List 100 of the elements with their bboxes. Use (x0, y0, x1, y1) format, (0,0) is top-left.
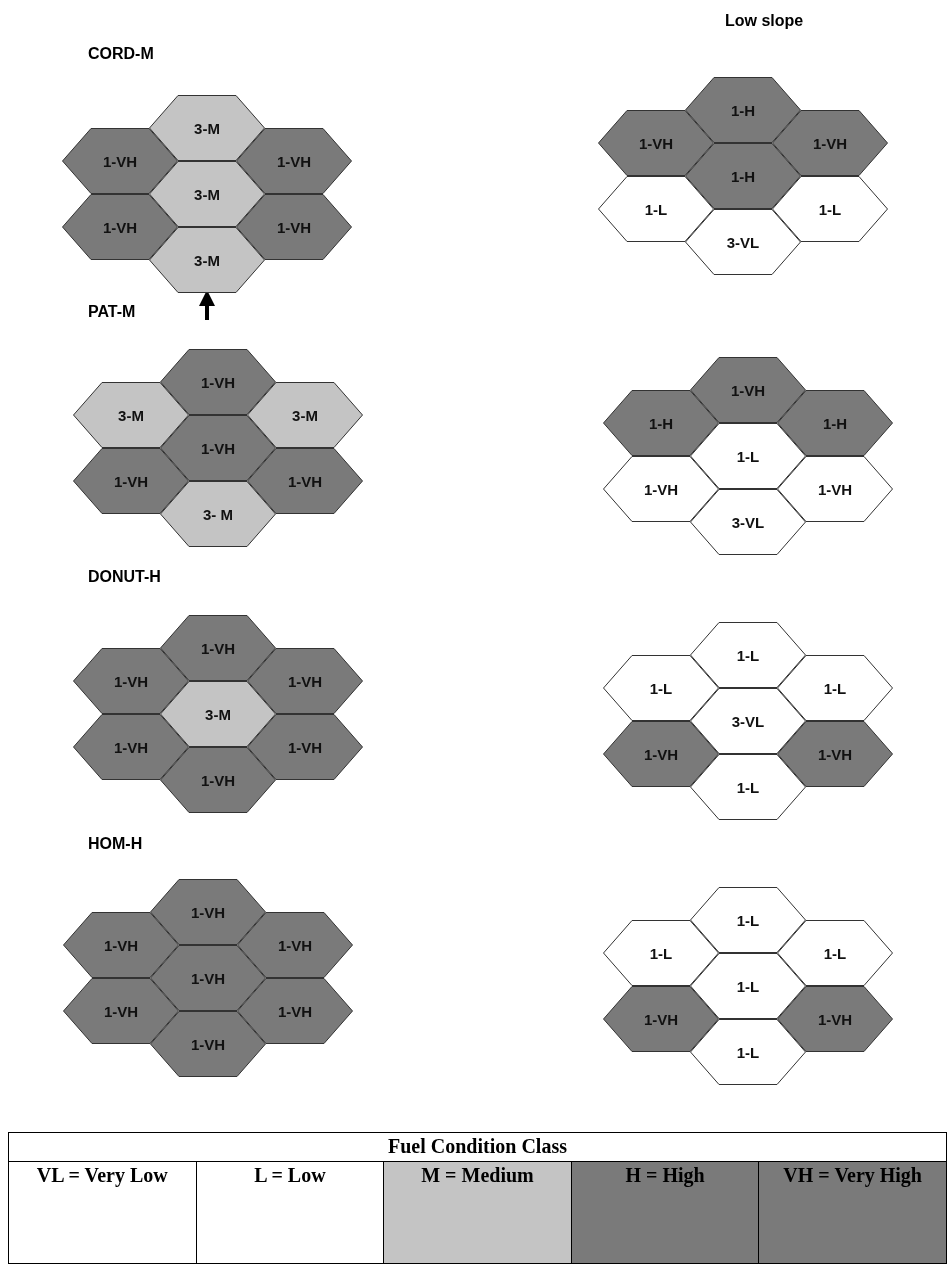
hex-tile (150, 945, 266, 1011)
hex-label: 1-VH (277, 936, 313, 954)
hex-tile (777, 456, 893, 522)
hex-tile (690, 489, 806, 555)
hex-tile (160, 747, 276, 813)
hex-tile (63, 978, 179, 1044)
hex-label: 1-VH (812, 134, 848, 152)
hex-label: 1-L (736, 646, 760, 664)
hex-tile (149, 95, 265, 161)
hex-tile (247, 382, 363, 448)
hex-label: 1-H (730, 167, 756, 185)
hex-label: 1-L (823, 679, 847, 697)
hex-label: 1-VH (103, 936, 139, 954)
hex-tile (777, 920, 893, 986)
hex-label: 3-VL (731, 712, 765, 730)
hex-label: 1-VH (287, 672, 323, 690)
column-heading: Low slope (725, 12, 804, 30)
legend-cell: H = High (571, 1161, 759, 1264)
hex-label: 1-VH (643, 1010, 679, 1028)
hex-label: 1-VH (276, 152, 312, 170)
hex-label: 3- M (203, 505, 233, 523)
hex-label: 1-L (736, 778, 760, 796)
hex-label: 3-M (194, 119, 220, 137)
hex-tile (247, 648, 363, 714)
hex-label: 1-L (818, 200, 842, 218)
hex-label: 1-L (649, 944, 673, 962)
hex-label: 1-VH (643, 480, 679, 498)
hex-tile (237, 978, 353, 1044)
hex-label: 1-VH (113, 472, 149, 490)
hex-tile (603, 986, 719, 1052)
hex-label: 3-M (205, 705, 231, 723)
hex-label: 3-M (118, 406, 144, 424)
hex-label: 1-VH (817, 1010, 853, 1028)
hex-label: 1-VH (817, 745, 853, 763)
hex-tile (237, 912, 353, 978)
hex-tile (690, 423, 806, 489)
hex-tile (690, 953, 806, 1019)
legend-cell: M = Medium (383, 1161, 572, 1264)
hex-label: 1-VH (200, 771, 236, 789)
hex-tile (160, 681, 276, 747)
hex-tile (247, 714, 363, 780)
hex-label: 1-VH (200, 373, 236, 391)
hex-label: 1-VH (277, 1002, 313, 1020)
hex-tile (685, 77, 801, 143)
hex-tile (772, 110, 888, 176)
hex-tile (62, 194, 178, 260)
hex-tile (247, 448, 363, 514)
hex-label: 3-VL (731, 513, 765, 531)
pattern-title: HOM-H (88, 835, 143, 853)
hex-label: 1-H (648, 414, 674, 432)
hex-label: 1-VH (190, 969, 226, 987)
hex-tile (73, 382, 189, 448)
hex-label: 1-VH (276, 218, 312, 236)
hex-label: 3-VL (726, 233, 760, 251)
hex-tile (690, 754, 806, 820)
hex-label: 1-VH (190, 903, 226, 921)
hex-label: 1-VH (643, 745, 679, 763)
hex-tile (62, 128, 178, 194)
hex-tile (690, 688, 806, 754)
hex-tile (603, 456, 719, 522)
hex-label: 1-VH (113, 738, 149, 756)
hex-label: 1-VH (817, 480, 853, 498)
hex-tile (150, 1011, 266, 1077)
hex-tile (685, 209, 801, 275)
legend-cell: VH = Very High (758, 1161, 947, 1264)
hex-label: 1-VH (102, 152, 138, 170)
hex-label: 1-VH (200, 439, 236, 457)
hex-tile (772, 176, 888, 242)
hex-tile (603, 920, 719, 986)
hex-tile (603, 655, 719, 721)
hex-label: 1-VH (287, 472, 323, 490)
hex-tile (160, 481, 276, 547)
hex-tile (777, 655, 893, 721)
hex-tile (73, 648, 189, 714)
hex-label: 1-L (736, 1043, 760, 1061)
legend-cell: VL = Very Low (8, 1161, 197, 1264)
hex-tile (777, 721, 893, 787)
hex-label: 1-L (736, 911, 760, 929)
hex-tile (690, 1019, 806, 1085)
hex-label: 1-L (736, 447, 760, 465)
hex-label: 3-M (194, 185, 220, 203)
hex-label: 1-VH (287, 738, 323, 756)
hex-label: 1-L (649, 679, 673, 697)
hex-tile (160, 615, 276, 681)
hex-tile (73, 448, 189, 514)
hex-label: 3-M (292, 406, 318, 424)
legend-cell: L = Low (196, 1161, 384, 1264)
hex-tile (690, 357, 806, 423)
hex-tile (598, 110, 714, 176)
hex-tile (603, 721, 719, 787)
hex-tile (690, 887, 806, 953)
hex-tile (777, 390, 893, 456)
hex-label: 1-H (822, 414, 848, 432)
hex-tile (73, 714, 189, 780)
hex-label: 3-M (194, 251, 220, 269)
hex-tile (236, 128, 352, 194)
pattern-title: CORD-M (88, 45, 154, 63)
hex-label: 1-H (730, 101, 756, 119)
hex-tile (603, 390, 719, 456)
hex-tile (598, 176, 714, 242)
